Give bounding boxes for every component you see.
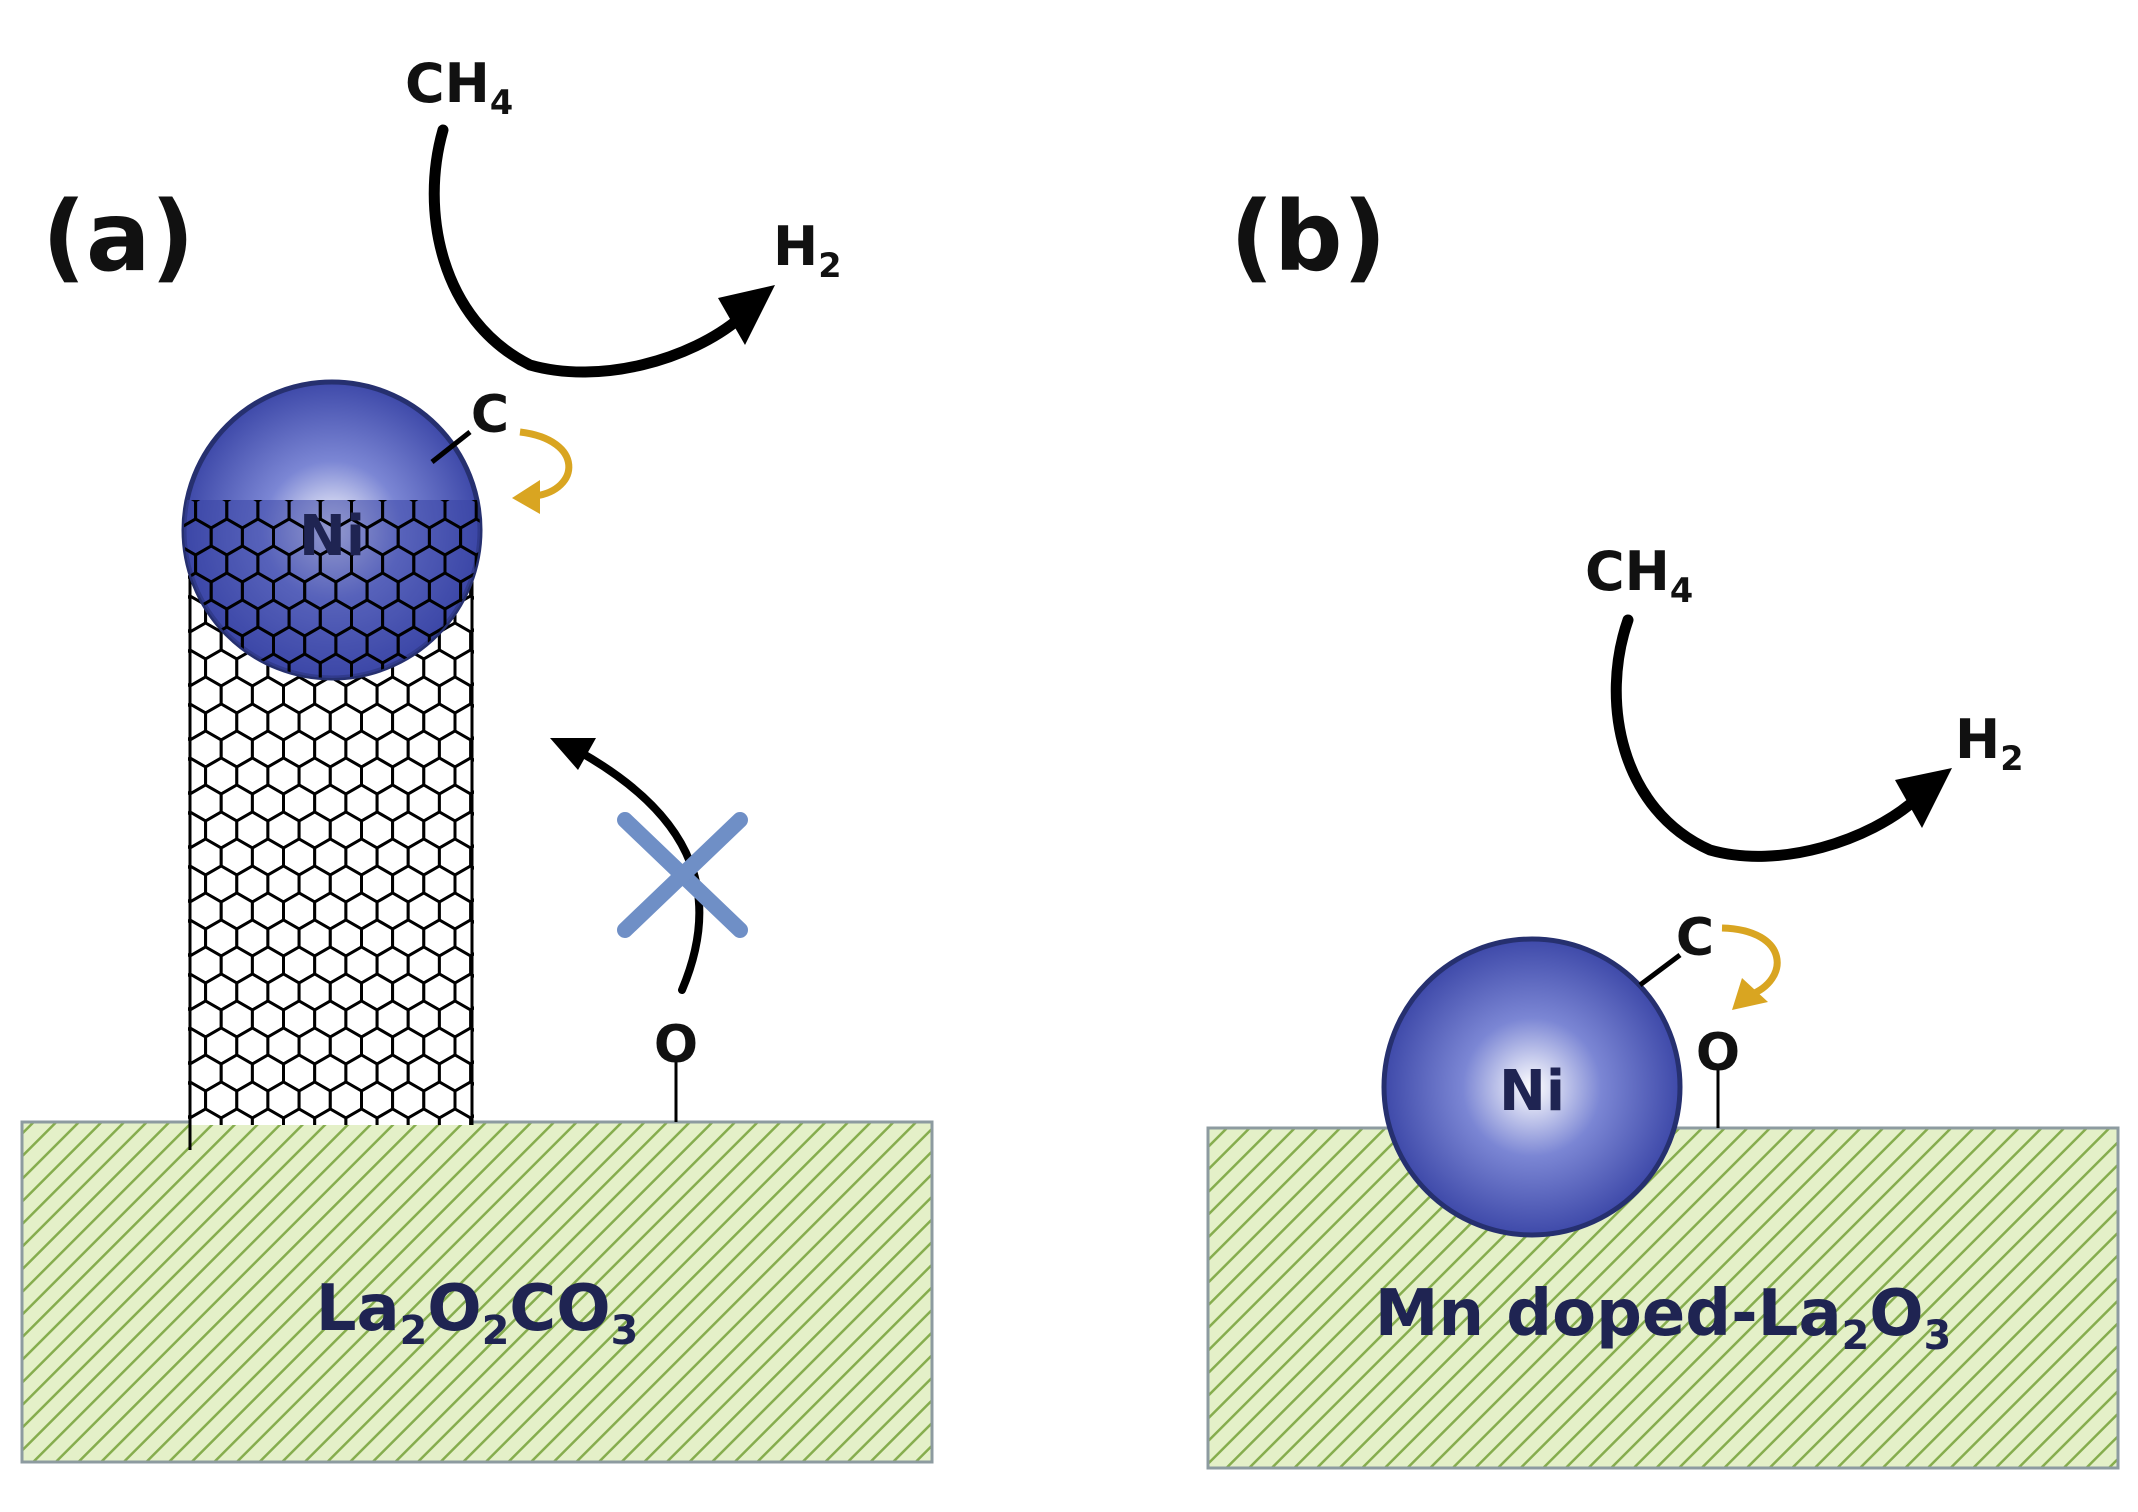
panel-a: (a) La2O2CO3 Ni C CH4 H2 <box>20 52 934 1464</box>
nanotube-hexagon-lattice <box>188 560 474 1125</box>
c-bond-a <box>430 430 472 464</box>
panel-b-label: (b) <box>1230 181 1386 293</box>
support-a-label: La2O2CO3 <box>316 1272 639 1354</box>
curved-arrow-icon <box>512 428 573 514</box>
carbon-atom-a: C <box>471 385 509 445</box>
panel-b: (b) Mn doped-La2O3 Ni C O CH4 H2 <box>1206 181 2120 1470</box>
curved-arrow-icon <box>1721 924 1781 1010</box>
hydrogen-label-b: H2 <box>1955 708 2024 778</box>
carbon-atom-b: C <box>1676 908 1714 968</box>
oxygen-atom-b: O <box>1696 1023 1740 1083</box>
methane-label-b: CH4 <box>1585 540 1693 610</box>
panel-a-label: (a) <box>42 181 195 293</box>
cross-icon <box>617 812 748 938</box>
methane-label-a: CH4 <box>405 52 513 122</box>
ni-label-a: Ni <box>299 504 365 569</box>
hydrogen-label-a: H2 <box>773 215 842 285</box>
oxygen-atom-a: O <box>654 1015 698 1075</box>
ni-label-b: Ni <box>1499 1059 1565 1124</box>
support-a <box>20 1120 934 1464</box>
c-bond-b <box>1638 953 1682 987</box>
carbon-nanotube <box>188 560 474 1150</box>
reaction-arrow-a <box>428 124 775 378</box>
support-b-label: Mn doped-La2O3 <box>1375 1277 1952 1359</box>
reaction-arrow-b <box>1610 614 1952 862</box>
ni-particle-b: Ni <box>1381 936 1683 1238</box>
